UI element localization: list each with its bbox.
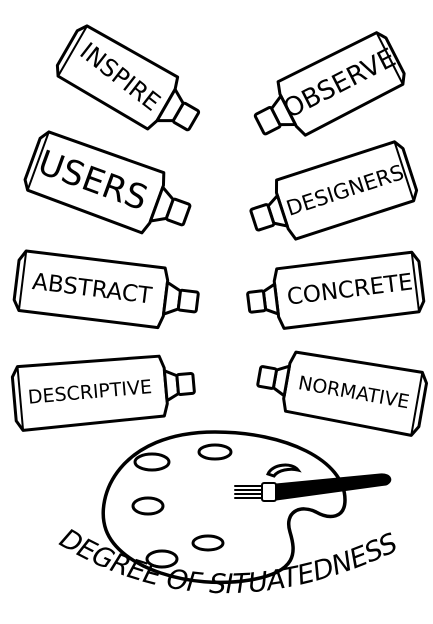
tube-designers: DESIGNERS (244, 140, 419, 250)
tube-descriptive: DESCRIPTIVE (12, 351, 197, 430)
paint-well (133, 498, 163, 514)
tube-cap (257, 366, 276, 388)
tube-users: USERS (22, 129, 198, 245)
tube-abstract: ABSTRACT (13, 250, 201, 332)
paint-well (199, 445, 231, 459)
tube-cap (247, 291, 265, 313)
brush-ferrule (262, 483, 276, 501)
paint-well (135, 454, 169, 470)
tube-observe: OBSERVE (246, 29, 409, 151)
tube-cap (177, 373, 195, 394)
tube-normative: NORMATIVE (254, 345, 429, 437)
tube-concrete: CONCRETE (245, 251, 425, 332)
tube-cap (178, 290, 198, 312)
paint-well (193, 536, 223, 550)
tube-inspire: INSPIRE (52, 22, 208, 147)
